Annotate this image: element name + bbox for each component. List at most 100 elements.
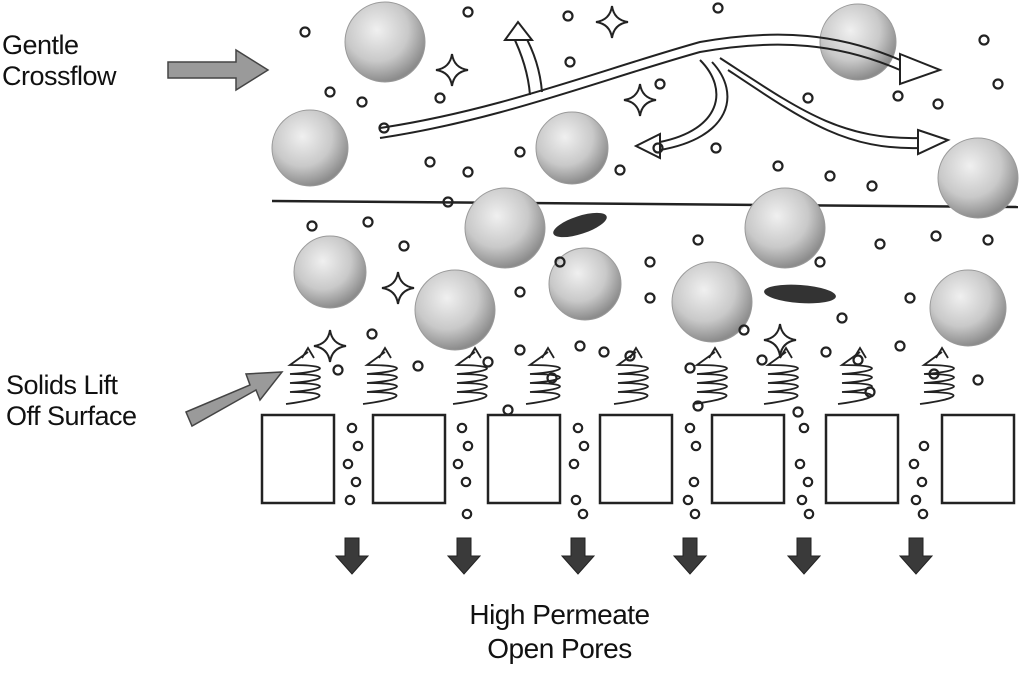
- small-particle: [624, 350, 636, 362]
- pore-particle: [690, 440, 702, 452]
- pore-particle: [682, 494, 694, 506]
- label-line: High Permeate: [469, 599, 650, 630]
- pore-particle: [350, 476, 362, 488]
- small-particle: [978, 34, 990, 46]
- small-particle: [378, 122, 390, 134]
- pore-particle: [796, 494, 808, 506]
- membrane-blocks: [260, 413, 1016, 505]
- small-particle: [814, 256, 826, 268]
- large-particle: [344, 1, 426, 83]
- membrane-block: [824, 413, 900, 505]
- label-line: Solids Lift: [6, 370, 118, 400]
- large-particle: [671, 261, 753, 343]
- small-particle: [356, 96, 368, 108]
- small-particle: [442, 196, 454, 208]
- squiggle-arrowhead: [779, 346, 793, 359]
- lift-squiggle: [613, 351, 649, 405]
- small-particle: [614, 164, 626, 176]
- small-particle: [514, 344, 526, 356]
- pore-particle: [798, 422, 810, 434]
- small-particles: [299, 2, 1004, 418]
- small-particle: [930, 230, 942, 242]
- small-particle: [502, 404, 514, 416]
- large-particle: [929, 269, 1007, 347]
- pore-particle: [572, 422, 584, 434]
- pore-particle: [689, 508, 701, 520]
- small-particle: [824, 170, 836, 182]
- large-particle: [414, 269, 496, 351]
- small-particle: [514, 286, 526, 298]
- pore-particle: [342, 458, 354, 470]
- label-line: Crossflow: [2, 61, 117, 91]
- small-particle: [332, 364, 344, 376]
- upper-boundary-line: [271, 199, 1019, 209]
- lift-arrow: [185, 371, 284, 428]
- small-particle: [866, 180, 878, 192]
- flat-particle: [764, 284, 836, 304]
- pore-particle: [352, 440, 364, 452]
- pore-particle: [346, 422, 358, 434]
- permeate-arrows: [334, 537, 934, 575]
- small-particle: [652, 142, 664, 154]
- large-particles: [271, 1, 1019, 351]
- small-particle: [554, 256, 566, 268]
- small-particle: [992, 78, 1004, 90]
- small-particle: [932, 98, 944, 110]
- small-particle: [802, 92, 814, 104]
- star-particle: [381, 271, 415, 305]
- permeate-arrow: [786, 537, 822, 575]
- small-particle: [324, 86, 336, 98]
- crossflow-stream-arrows: [379, 33, 921, 151]
- permeate-arrow: [446, 537, 482, 575]
- small-particle: [836, 312, 848, 324]
- lift-squiggle: [362, 351, 398, 405]
- small-particle: [562, 10, 574, 22]
- small-particle: [904, 292, 916, 304]
- membrane-block: [371, 413, 447, 505]
- small-particle: [792, 406, 804, 418]
- pore-particle: [344, 494, 356, 506]
- star-particle: [763, 323, 797, 357]
- pore-particle: [918, 440, 930, 452]
- star-particle: [435, 53, 469, 87]
- small-particle: [514, 146, 526, 158]
- small-particle: [644, 292, 656, 304]
- pore-particle: [684, 422, 696, 434]
- membrane-block: [598, 413, 674, 505]
- squiggle-arrowhead: [629, 346, 643, 359]
- lift-squiggle: [525, 351, 561, 405]
- large-particle: [744, 187, 826, 269]
- small-particle: [772, 160, 784, 172]
- permeate-arrow: [334, 537, 370, 575]
- small-particle: [398, 240, 410, 252]
- pore-particle: [916, 476, 928, 488]
- large-particle: [819, 3, 897, 81]
- small-particle: [564, 56, 576, 68]
- pore-particle: [452, 458, 464, 470]
- star-particle: [623, 83, 657, 117]
- small-particle: [306, 220, 318, 232]
- lift-squiggle: [919, 351, 955, 405]
- star-particle: [313, 329, 347, 363]
- high-permeate-label: High Permeate Open Pores: [0, 598, 1023, 666]
- squiggle-arrowhead: [378, 346, 392, 359]
- large-particle: [271, 109, 349, 187]
- permeate-arrow: [560, 537, 596, 575]
- small-particle: [874, 238, 886, 250]
- stream-arrow-heads: [503, 20, 951, 160]
- small-particle: [710, 142, 722, 154]
- large-particle: [548, 247, 622, 321]
- lift-squiggle: [837, 351, 873, 405]
- pore-particle: [577, 508, 589, 520]
- large-particle: [464, 187, 546, 269]
- small-particle: [462, 6, 474, 18]
- small-particle: [712, 2, 724, 14]
- pore-particle: [456, 422, 468, 434]
- pore-particle: [462, 440, 474, 452]
- small-particle: [654, 78, 666, 90]
- small-particle: [644, 256, 656, 268]
- label-line: Off Surface: [6, 401, 137, 431]
- pore-particle: [910, 494, 922, 506]
- membrane-block: [486, 413, 562, 505]
- lift-squiggle: [763, 351, 799, 405]
